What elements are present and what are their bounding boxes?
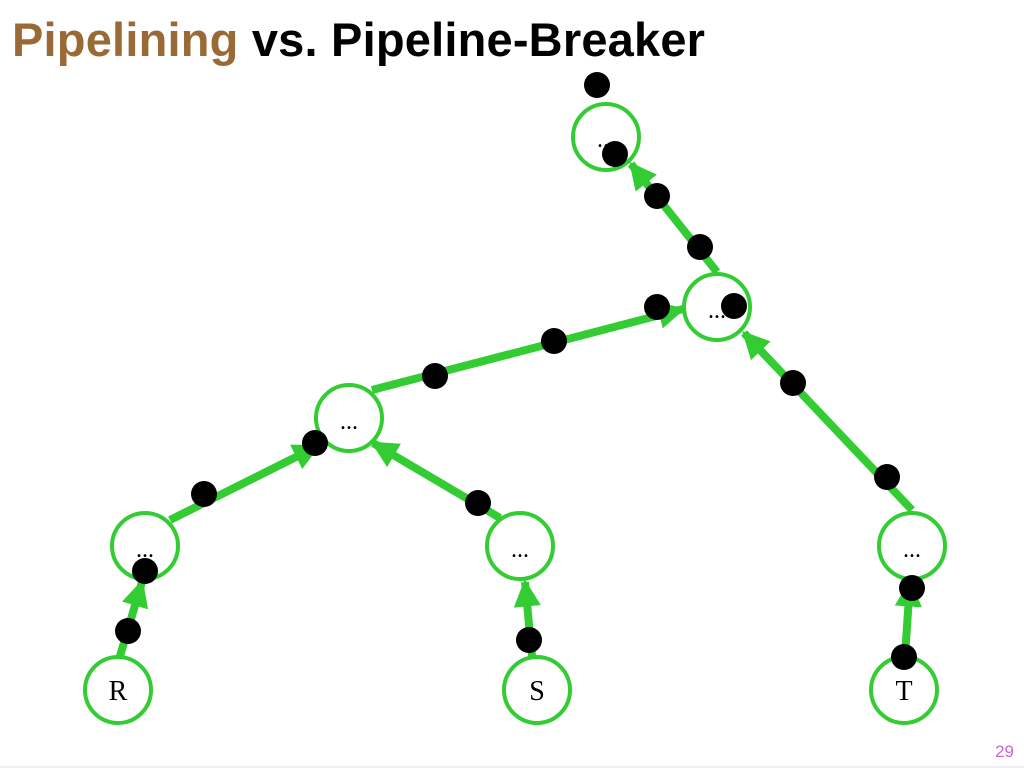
page-number: 29 [995,742,1014,761]
leaf-s-label: S [529,676,545,707]
node-lower-join-label: ... [340,409,358,435]
tuple-dot [899,575,925,601]
tuple-dot [687,234,713,260]
tuple-dot [644,294,670,320]
node-lower-join: ... [314,383,384,453]
tuple-dot [191,481,217,507]
node-op-t: ... [877,511,947,581]
node-op-r-label: ... [136,537,154,563]
tuple-dot [874,464,900,490]
node-op-s-label: ... [511,537,529,563]
tuple-dot [541,328,567,354]
plan-edges [116,161,922,658]
edge-op-r-to-lower-join [168,442,321,524]
leaf-s: S [502,655,572,725]
tuple-dot [721,293,747,319]
tuple-dot [422,363,448,389]
tuple-dot [465,490,491,516]
title-pipelining: Pipelining [12,13,239,66]
tuple-dot [891,644,917,670]
tuple-dot [132,558,158,584]
leaf-r-label: R [109,676,128,707]
tuple-dot [780,370,806,396]
leaf-t-label: T [895,676,912,707]
node-upper-join: ... [682,272,752,342]
tuple-tokens [115,72,925,670]
tuple-dot [115,618,141,644]
node-op-s: ... [485,511,555,581]
leaf-r: R [83,655,153,725]
tuple-dot [516,627,542,653]
tuple-dot [602,141,628,167]
title-vs-pipeline-breaker: vs. Pipeline-Breaker [238,13,706,66]
tuple-dot [584,72,610,98]
node-op-t-label: ... [903,537,921,563]
tuple-dot [644,183,670,209]
tuple-dot [302,430,328,456]
edge-lower-join-to-upper-join [370,302,686,394]
slide-title: Pipelining vs. Pipeline-Breaker [12,10,705,70]
bottom-divider [0,766,1024,768]
